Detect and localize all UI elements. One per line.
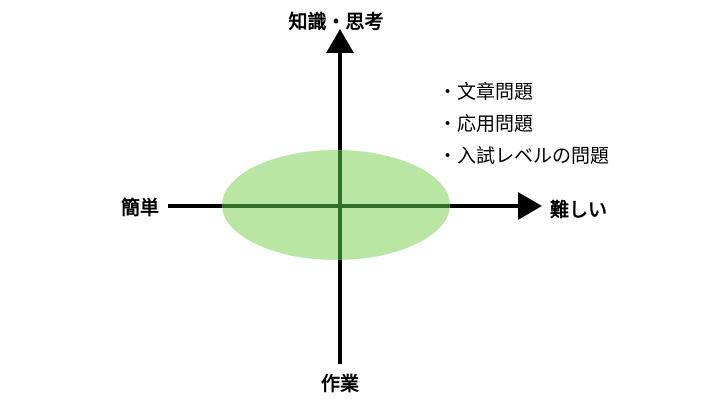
bullet-item-1: ・文章問題 <box>438 81 533 103</box>
bullet-item-2: ・応用問題 <box>438 113 533 135</box>
axis-inside-ellipse <box>222 150 450 260</box>
horizontal-arrowhead-icon <box>518 192 542 220</box>
axis-label-right: 難しい <box>550 198 607 221</box>
axis-label-top: 知識・思考 <box>288 10 383 33</box>
bullet-item-3: ・入試レベルの問題 <box>438 145 609 167</box>
axis-label-bottom: 作業 <box>321 372 360 395</box>
vertical-arrowhead-icon <box>326 29 354 53</box>
axis-label-left: 簡単 <box>121 196 159 219</box>
